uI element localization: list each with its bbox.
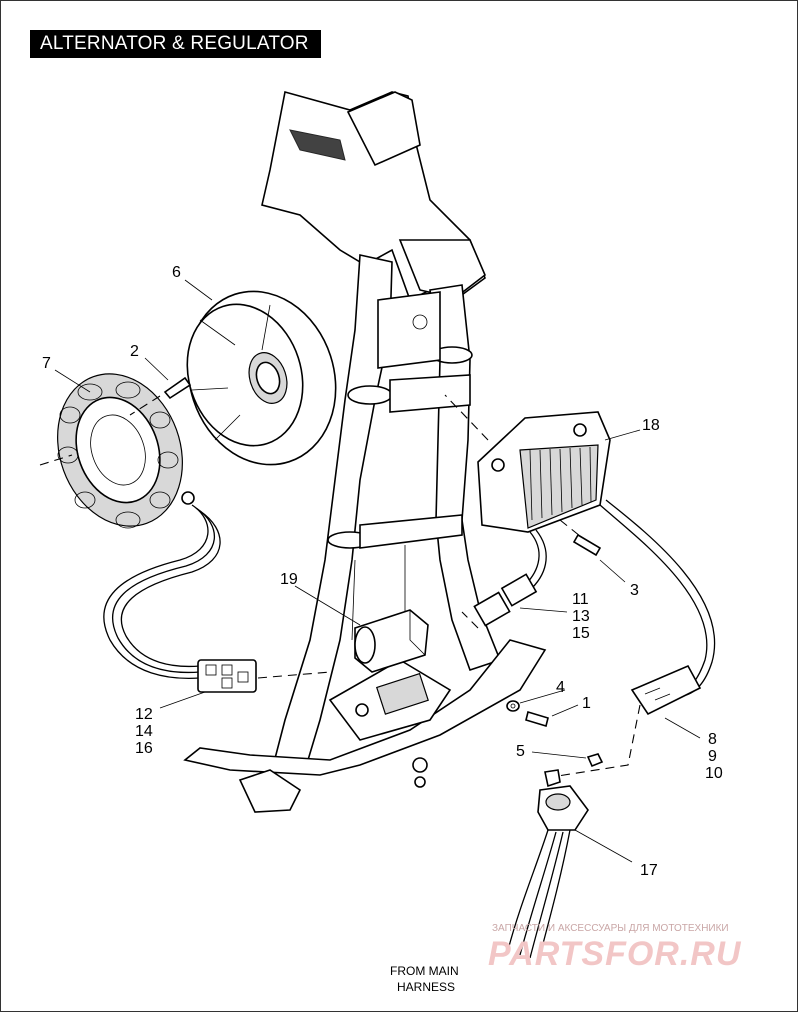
- callout-17: 17: [640, 862, 658, 879]
- leader-lines: [54, 279, 701, 863]
- callout-14: 14: [135, 723, 153, 740]
- callout-8: 8: [708, 731, 717, 748]
- connector-part-17: [507, 769, 589, 959]
- watermark-logo-text: PARTSFOR.RU: [488, 935, 742, 973]
- leader-7: [54, 369, 91, 393]
- nut-part-5: [586, 753, 604, 768]
- page-title: ALTERNATOR & REGULATOR: [30, 30, 321, 58]
- callout-18: 18: [642, 417, 660, 434]
- leader-17: [574, 829, 633, 863]
- leader-1: [551, 704, 579, 717]
- washer-part-4: [506, 700, 520, 712]
- harness-note-line1: FROM MAIN: [390, 964, 459, 978]
- callout-7: 7: [42, 355, 51, 372]
- callout-labels: 6 7 2 18 3 19 11 13 15 12 14 16 4 1 5 8 …: [42, 264, 723, 879]
- stator-connector-12: [197, 659, 331, 693]
- leader-18: [604, 429, 641, 441]
- leader-2: [144, 357, 169, 381]
- connector-part-11: [461, 573, 538, 629]
- leader-19: [294, 585, 361, 626]
- callout-11: 11: [572, 591, 589, 608]
- bolt-part-3: [572, 533, 602, 557]
- callout-6: 6: [172, 264, 181, 281]
- regulator-part-18: [444, 394, 715, 697]
- callout-2: 2: [130, 343, 139, 360]
- harness-note-line2: HARNESS: [397, 980, 455, 994]
- callout-15: 15: [572, 625, 590, 642]
- leader-8: [664, 717, 701, 739]
- callout-10: 10: [705, 765, 723, 782]
- callout-9: 9: [708, 748, 717, 765]
- connector-part-8: [544, 664, 702, 779]
- callout-19: 19: [280, 571, 298, 588]
- module-part-19: [354, 609, 429, 673]
- rotor-part-6: [186, 290, 337, 466]
- leader-3: [599, 559, 626, 583]
- callout-13: 13: [572, 608, 590, 625]
- watermark-tagline: ЗАПЧАСТИ И АКСЕССУАРЫ ДЛЯ МОТОТЕХНИКИ: [492, 923, 729, 934]
- leader-4: [519, 689, 566, 704]
- callout-5: 5: [516, 743, 525, 760]
- watermark: ЗАПЧАСТИ И АКСЕССУАРЫ ДЛЯ МОТОТЕХНИКИ PA…: [488, 923, 742, 973]
- callout-12: 12: [135, 706, 153, 723]
- leader-6: [184, 279, 213, 301]
- callout-1: 1: [582, 695, 591, 712]
- callout-3: 3: [630, 582, 639, 599]
- leader-5: [531, 751, 587, 759]
- leader-12: [159, 691, 206, 709]
- callout-16: 16: [135, 740, 153, 757]
- screw-part-1: [525, 710, 549, 728]
- leader-11: [519, 607, 568, 613]
- frame-assembly: [183, 90, 547, 813]
- bolt-part-2: [129, 376, 192, 416]
- stator-part-7: [39, 373, 221, 680]
- callout-4: 4: [556, 679, 565, 696]
